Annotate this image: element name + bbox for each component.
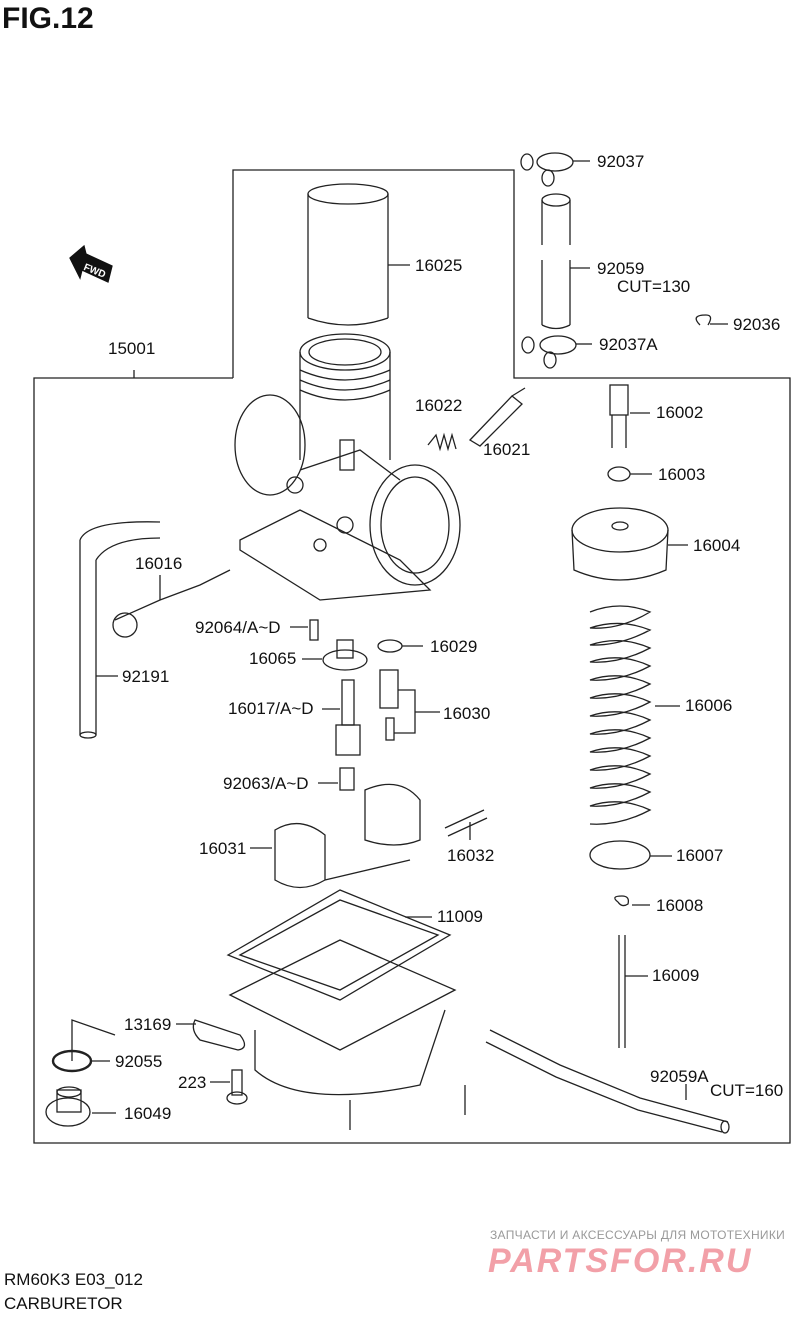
part-13169-plate <box>176 1019 246 1051</box>
label-92037: 92037 <box>597 152 645 171</box>
part-16017-needle-jet <box>322 679 361 756</box>
label-16004: 16004 <box>693 536 741 555</box>
label-16031: 16031 <box>199 839 247 858</box>
label-16007: 16007 <box>676 846 724 865</box>
part-92036-clip <box>695 314 728 326</box>
figure-title: FIG.12 <box>2 2 94 35</box>
label-16032: 16032 <box>447 846 495 865</box>
label-16025: 16025 <box>415 256 463 275</box>
part-float-bowl <box>228 939 466 1130</box>
part-16008-clip <box>614 895 650 907</box>
label-92191: 92191 <box>122 667 170 686</box>
part-16016-air-screw <box>112 569 231 638</box>
part-92191-tube <box>79 521 161 739</box>
label-16006: 16006 <box>685 696 733 715</box>
label-92059A: 92059A <box>650 1067 709 1086</box>
figure-code: RM60K3 E03_012 <box>4 1270 143 1289</box>
part-16022-spring <box>427 432 457 452</box>
label-16065: 16065 <box>249 649 297 668</box>
label-16002: 16002 <box>656 403 704 422</box>
part-16002-adjuster <box>609 384 650 448</box>
part-16030-float-valve <box>379 669 440 741</box>
label-11009: 11009 <box>437 907 484 926</box>
label-223: 223 <box>178 1073 207 1092</box>
part-92063-main-jet <box>318 767 355 791</box>
part-16025-throttle-slide <box>307 183 410 326</box>
label-92037A: 92037A <box>599 335 658 354</box>
part-15001-carburetor-body <box>133 333 461 601</box>
label-13169: 13169 <box>124 1015 172 1034</box>
part-16007-retainer <box>589 840 672 870</box>
label-92063: 92063/A~D <box>223 774 309 793</box>
label-16009: 16009 <box>652 966 700 985</box>
label-16016: 16016 <box>135 554 183 573</box>
part-16021-screw <box>468 387 526 447</box>
label-16017: 16017/A~D <box>228 699 314 718</box>
part-16003-nut <box>607 466 652 482</box>
label-16003: 16003 <box>658 465 706 484</box>
label-16022: 16022 <box>415 396 463 415</box>
part-92037A-clamp <box>521 335 592 369</box>
label-16029: 16029 <box>430 637 478 656</box>
part-16065-needle-jet-holder <box>302 639 368 671</box>
label-16049: 16049 <box>124 1104 172 1123</box>
fwd-arrow-icon: FWD <box>69 244 113 283</box>
label-92059: 92059 <box>597 259 645 278</box>
assembly-frame <box>33 169 791 1144</box>
part-92037-clamp <box>520 152 590 187</box>
label-16008: 16008 <box>656 896 704 915</box>
label-92064: 92064/A~D <box>195 618 281 637</box>
part-16009-needle <box>618 935 648 1048</box>
watermark-brand: PARTSFOR.RU <box>488 1242 753 1280</box>
label-16030: 16030 <box>443 704 491 723</box>
label-15001: 15001 <box>108 339 156 358</box>
label-92059-cut: CUT=130 <box>617 277 691 296</box>
part-16031-float <box>250 783 421 889</box>
part-16032-pin <box>444 809 488 840</box>
part-223-screw <box>210 1069 248 1105</box>
part-11009-gasket <box>226 889 452 1001</box>
watermark-tagline: ЗАПЧАСТИ И АКСЕССУАРЫ ДЛЯ МОТОТЕХНИКИ <box>490 1228 786 1242</box>
part-92059A-tube <box>485 1029 730 1134</box>
part-16049-plug <box>45 1086 116 1127</box>
label-92055: 92055 <box>115 1052 163 1071</box>
label-92036: 92036 <box>733 315 781 334</box>
part-92055-o-ring <box>51 1019 116 1073</box>
label-16021: 16021 <box>483 440 531 459</box>
part-92059-tube <box>541 193 590 330</box>
part-16029-washer <box>377 639 423 653</box>
part-16004-cap <box>571 507 688 581</box>
figure-name: CARBURETOR <box>4 1294 123 1313</box>
label-92059A-cut: CUT=160 <box>710 1081 784 1100</box>
part-16006-spring <box>589 605 680 825</box>
part-92064-pilot-jet <box>290 619 319 641</box>
